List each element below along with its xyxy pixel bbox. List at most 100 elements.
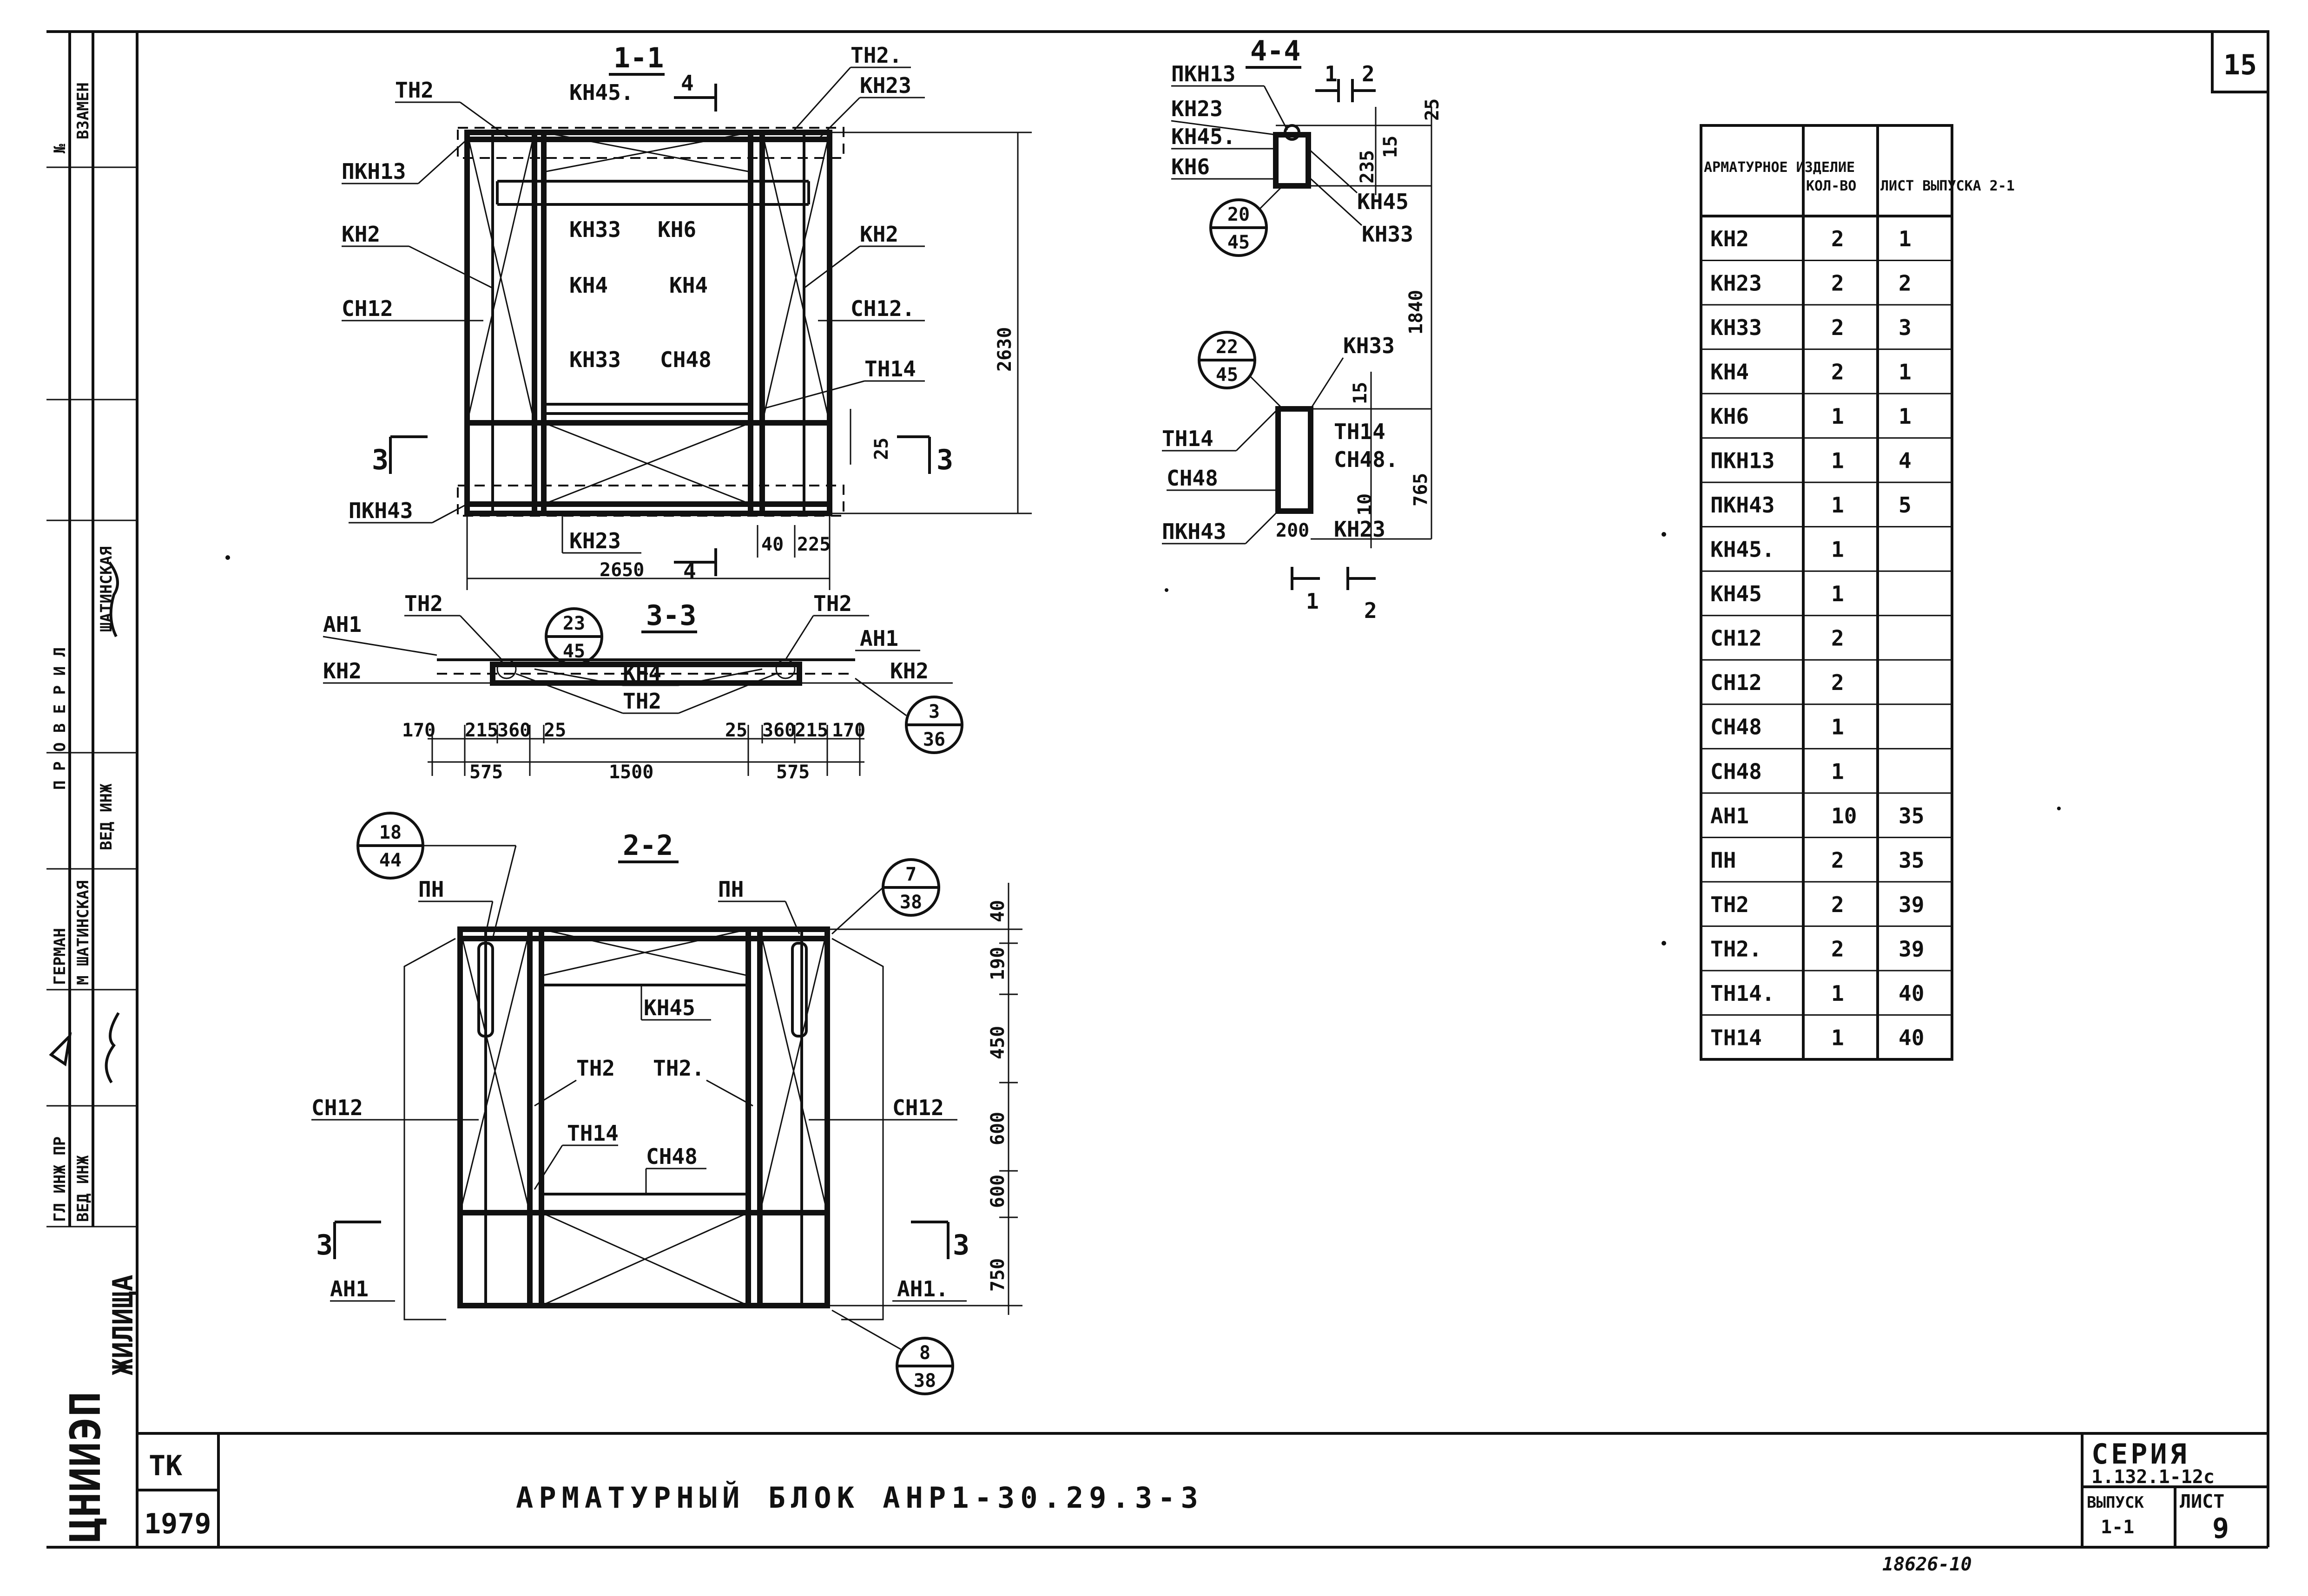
lbl-1-1-kn33: КН33	[569, 217, 621, 242]
table-cell-sheet: 40	[1899, 981, 1924, 1006]
lbl-1-1-kn45: КН45.	[569, 80, 633, 105]
strip-m-shatinskaya: М ШАТИНСКАЯ	[74, 880, 92, 985]
seriya-value: 1.132.1-12с	[2091, 1466, 2215, 1488]
table-cell-item: КН45	[1710, 581, 1762, 606]
dim-4-4-200: 200	[1276, 520, 1309, 541]
lbl-1-1-kn2-right: КН2	[860, 222, 898, 247]
table-cell-qty: 2	[1831, 226, 1844, 251]
dim-3-3-3: 25	[544, 720, 566, 741]
strip-ved-inzh-2: ВЕД ИНЖ	[74, 1155, 92, 1222]
table-cell-qty: 10	[1831, 803, 1857, 828]
table-cell-item: СН12	[1710, 626, 1762, 651]
view-4-4-mark-1: 1	[1325, 61, 1338, 86]
cut-mark-4-top: 4	[681, 71, 694, 96]
lbl-3-3-ah1-right: АН1	[860, 626, 898, 651]
view-4-4-mark-2: 2	[1362, 61, 1375, 86]
strip-german: ГЕРМАН	[51, 928, 69, 985]
lbl-2-2-pn-right: ПН	[718, 877, 744, 902]
view-3-3-title: 3-3	[646, 599, 696, 632]
scan-specks	[225, 532, 2061, 946]
lbl-4-4-kn45b: КН45	[1357, 189, 1409, 214]
dim-2-2-0: 40	[987, 900, 1009, 922]
lbl-3-3-ah1-left: АН1	[323, 612, 362, 637]
lbl-4-4-sn48a: СН48	[1167, 466, 1218, 491]
lbl-1-1-th2: ТН2	[395, 78, 434, 103]
lbl-1-1-sn12-left: СН12	[342, 296, 393, 321]
lbl-4-4-pkn43: ПКН43	[1162, 519, 1226, 544]
table-header-item: АРМАТУРНОЕ ИЗДЕЛИЕ	[1704, 159, 1855, 176]
title-block: ТК 1979 АРМАТУРНЫЙ БЛОК АНР1-30.29.3-3 С…	[137, 1433, 2268, 1575]
table-cell-sheet: 1	[1899, 226, 1912, 251]
dim-2630: 2630	[994, 327, 1016, 372]
callout-2-2-c-top: 8	[919, 1342, 930, 1364]
table-cell-item: ТН14	[1710, 1025, 1762, 1050]
signature-shatinskaya	[108, 561, 119, 637]
dim-4-4-765: 765	[1410, 473, 1431, 506]
strip-no: №	[51, 144, 69, 153]
lbl-1-1-pkn13: ПКН13	[342, 159, 406, 184]
lbl-3-3-kn4: КН4	[623, 661, 661, 686]
table-cell-qty: 1	[1831, 759, 1844, 784]
lbl-4-4-th14b: ТН14	[1334, 419, 1385, 444]
table-cell-qty: 2	[1831, 936, 1844, 961]
dim-2-2-5: 750	[987, 1258, 1009, 1292]
table-cell-sheet: 39	[1899, 936, 1924, 961]
callout-3-3-a-bottom: 45	[563, 641, 585, 662]
table-cell-qty: 2	[1831, 670, 1844, 695]
lbl-3-3-th2-left: ТН2	[404, 591, 443, 616]
list-label: ЛИСТ	[2180, 1491, 2224, 1512]
sheet-frame: 15	[46, 30, 2269, 1549]
lbl-1-1-th14: ТН14	[864, 356, 916, 381]
callout-3-3-a-top: 23	[563, 613, 585, 634]
lbl-1-1-kn2-left: КН2	[342, 222, 380, 247]
specification-table: АРМАТУРНОЕ ИЗДЕЛИЕ КОЛ-ВО ЛИСТ ВЫПУСКА 2…	[1700, 124, 2015, 1061]
table-cell-qty: 2	[1831, 626, 1844, 651]
lbl-2-2-th14: ТН14	[567, 1121, 619, 1146]
callout-4-4-b-top: 22	[1216, 336, 1238, 358]
lbl-4-4-sn48b: СН48.	[1334, 447, 1398, 472]
table-header-qty: КОЛ-ВО	[1806, 178, 1856, 194]
table-cell-qty: 1	[1831, 1025, 1844, 1050]
dim-40: 40	[761, 534, 784, 555]
table-cell-item: КН23	[1710, 270, 1762, 296]
dim-3-3-6: 215	[795, 720, 828, 741]
lbl-4-4-th14a: ТН14	[1162, 426, 1213, 451]
callout-3-3-b-bottom: 36	[923, 729, 945, 750]
dim-4-4-15b: 15	[1350, 382, 1371, 404]
lbl-3-3-kn2-left: КН2	[323, 658, 362, 683]
dim-2650: 2650	[600, 559, 644, 581]
table-cell-item: КН2	[1710, 226, 1749, 251]
lbl-3-3-th2-right: ТН2	[813, 591, 852, 616]
cut-mark-4-bot: 4	[683, 558, 696, 584]
dim-3-3-4: 25	[725, 720, 747, 741]
view-3-3: 3-3 23 45 3 36 АН1 ТН2 ТН2 АН1 КН2 КН2 К…	[323, 591, 963, 783]
table-cell-qty: 1	[1831, 715, 1844, 740]
table-cell-item: ТН2.	[1710, 936, 1762, 961]
view-4-4-mark-1-bot: 1	[1306, 589, 1319, 614]
table-cell-qty: 1	[1831, 493, 1844, 518]
table-cell-qty: 2	[1831, 360, 1844, 385]
title-tk: ТК	[149, 1450, 182, 1482]
view-2-2: 2-2 40 190 450 600 600 750	[311, 812, 1022, 1395]
lbl-2-2-th2: ТН2	[576, 1056, 615, 1081]
callout-4-4-b-bottom: 45	[1216, 364, 1238, 386]
view-1-1-title: 1-1	[613, 42, 664, 74]
view-4-4-mark-2-bot: 2	[1364, 598, 1377, 623]
callout-2-2-c-bottom: 38	[914, 1370, 936, 1392]
dim-4-4-10: 10	[1354, 493, 1376, 516]
lbl-1-1-th2-right: ТН2.	[851, 43, 902, 68]
lbl-2-2-sn12-left: СН12	[311, 1095, 363, 1120]
lbl-4-4-kn23: КН23	[1171, 96, 1223, 121]
dim-3-3-1: 215	[465, 720, 498, 741]
vypusk-label: ВЫПУСК	[2087, 1493, 2144, 1512]
view-4-4: 4-4 1 2 25 235 15 1840 20 45 15 765 10 2…	[1162, 35, 1443, 623]
lbl-1-1-pkn43: ПКН43	[349, 498, 413, 523]
dim-3-3-0: 170	[402, 720, 435, 741]
dim-225: 225	[797, 534, 831, 555]
callout-4-4-a-top: 20	[1227, 204, 1250, 225]
sec3-left-2-2: 3	[316, 1229, 333, 1261]
view-1-1: 1-1 4 2630 25 2650 40 225	[342, 42, 1032, 590]
table-cell-item: КН4	[1710, 360, 1749, 385]
